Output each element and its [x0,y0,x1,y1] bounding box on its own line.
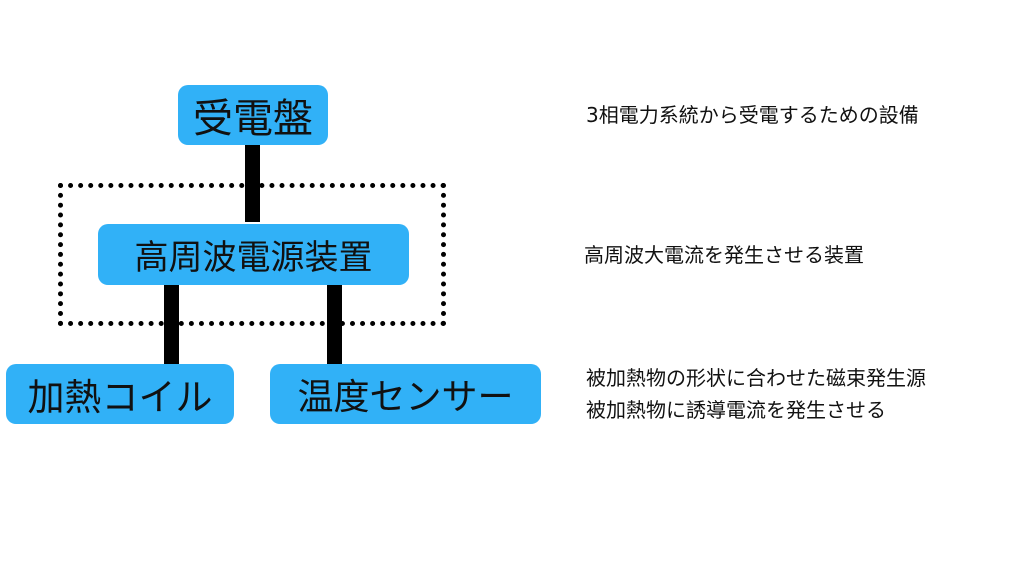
description-heating-coil-line2: 被加熱物に誘導電流を発生させる [586,398,886,422]
node-hf-power-unit: 高周波電源装置 [98,224,409,285]
node-heating-coil-label: 加熱コイル [27,376,213,419]
node-temperature-sensor-label: 温度センサー [297,377,514,418]
description-receiving-panel: 3相電力系統から受電するための設備 [586,103,919,127]
description-hf-power-unit: 高周波大電流を発生させる装置 [584,243,864,267]
node-heating-coil: 加熱コイル [6,364,234,424]
node-receiving-panel: 受電盤 [178,85,328,145]
node-receiving-panel-label: 受電盤 [193,96,313,142]
dotted-group-frame [58,183,446,326]
connector-receiving-to-hf [245,140,260,222]
description-heating-coil-line1: 被加熱物の形状に合わせた磁束発生源 [586,366,926,390]
node-hf-power-unit-label: 高周波電源装置 [134,238,373,278]
node-temperature-sensor: 温度センサー [270,364,541,424]
